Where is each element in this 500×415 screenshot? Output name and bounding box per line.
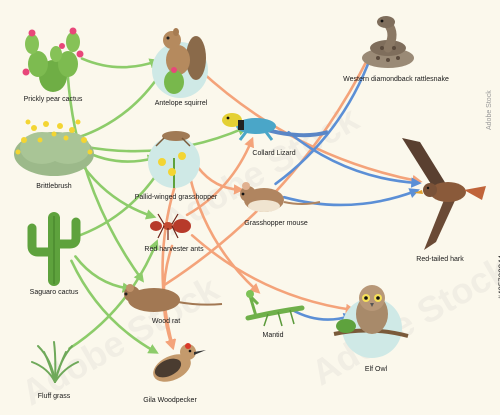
label-red-tailed-hawk: Red-tailed hark: [416, 256, 464, 263]
arrow-fluff_grass-to-ants: [68, 239, 159, 350]
arrow-grasshopper-to-grasshopper_mouse: [196, 166, 245, 195]
arrow-grasshopper-to-gila_woodpecker: [161, 176, 179, 351]
arrow-grasshopper_mouse-to-hawk: [282, 188, 420, 207]
arrow-saguaro-to-grasshopper: [72, 168, 161, 239]
stock-watermark: Adobe Stock: [486, 90, 493, 130]
antelope-squirrel-icon: [152, 28, 208, 98]
arrow-collared_lizard-to-hawk: [287, 130, 422, 188]
label-antelope-squirrel: Antelope squirrel: [154, 100, 208, 107]
arrow-wood_rat-to-rattlesnake: [163, 51, 372, 287]
pallid-winged-grasshopper-icon: [148, 131, 200, 188]
gila-woodpecker-icon: [140, 343, 206, 390]
collared-lizard-icon: [222, 113, 329, 141]
label-saguaro-cactus: Saguaro cactus: [29, 289, 79, 296]
label-collared-lizard: Collard Lizard: [252, 150, 296, 157]
label-brittlebrush: Brittlebrush: [36, 183, 72, 190]
label-gila-woodpecker: Gila Woodpecker: [143, 397, 197, 404]
brittlebrush-icon: [14, 119, 94, 176]
label-prickly-pear-cactus: Prickly pear cactus: [23, 96, 83, 103]
arrow-prickly_pear-to-wood_rat: [66, 73, 145, 283]
rattlesnake-icon: [362, 16, 414, 68]
elf-owl-icon: [333, 285, 409, 358]
label-elf-owl: Elf Owl: [364, 366, 388, 373]
arrow-ants-to-elf_owl: [190, 234, 357, 315]
red-harvester-ants-icon: [150, 213, 191, 240]
arrow-saguaro-to-gila_woodpecker: [70, 259, 159, 354]
red-tailed-hawk-icon: [402, 138, 486, 250]
label-mantid: Mantid: [262, 332, 284, 339]
arrow-saguaro-to-wood_rat: [74, 255, 133, 293]
saguaro-cactus-icon: [27, 212, 81, 286]
label-rattlesnake: Western diamondback rattlesnake: [343, 76, 449, 83]
arrow-prickly_pear-to-antelope_squirrel: [80, 57, 160, 69]
grasshopper-mouse-icon: [240, 182, 321, 212]
fluff-grass-icon: [31, 341, 79, 383]
prickly-pear-cactus-icon: [22, 27, 84, 92]
arrow-grasshopper_mouse-to-rattlesnake: [274, 51, 374, 186]
label-red-harvester-ants: Red harvester ants: [144, 246, 204, 253]
mantid-icon: [245, 290, 305, 327]
label-wood-rat: Wood rat: [151, 318, 181, 325]
arrow-brittlebrush-to-antelope_squirrel: [76, 70, 163, 139]
arrow-grasshopper-to-mantid: [188, 173, 261, 294]
label-pallid-winged-grasshopper: Pallid-winged grasshopper: [134, 194, 218, 201]
arrow-ants-to-collared_lizard: [185, 136, 254, 217]
label-grasshopper-mouse: Grasshopper mouse: [244, 220, 308, 227]
wood-rat-icon: [124, 284, 223, 312]
label-fluff-grass: Fluff grass: [37, 393, 71, 400]
